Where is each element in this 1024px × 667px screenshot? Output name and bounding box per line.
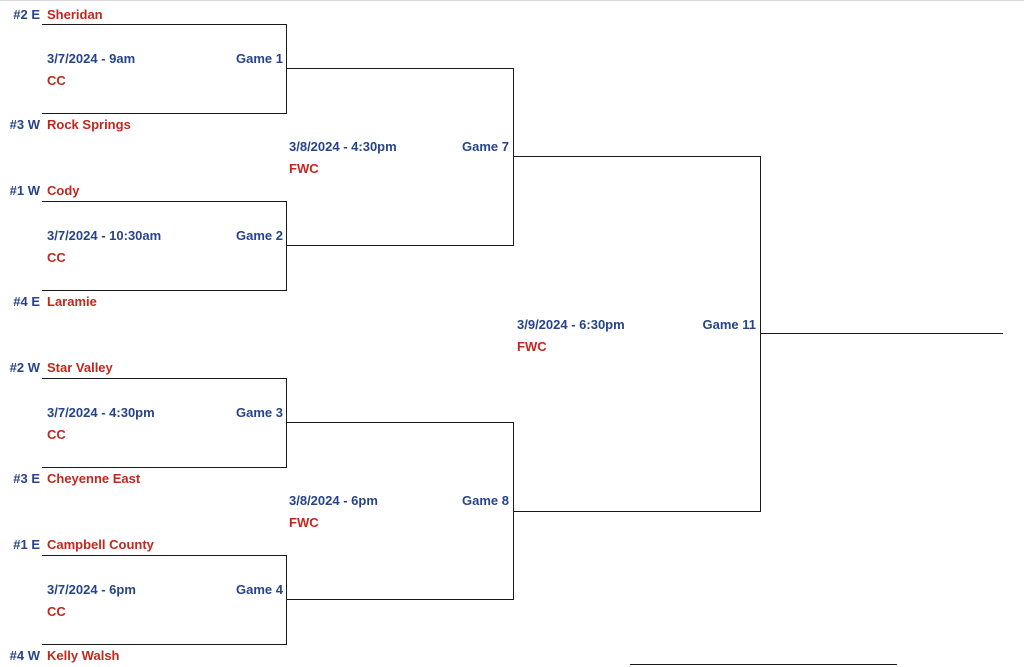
team-name: Sheridan <box>47 7 103 22</box>
team-line-campbell-county <box>42 555 286 556</box>
team-name: Campbell County <box>47 537 154 552</box>
game-datetime: 3/7/2024 - 6pm <box>47 582 136 597</box>
winner-line-game-1 <box>286 68 513 69</box>
game-venue: CC <box>47 427 66 442</box>
footer-line <box>630 664 897 665</box>
team-line-cody <box>42 201 286 202</box>
team-seed: #3 E <box>13 471 40 486</box>
champion-line <box>760 333 1003 334</box>
game-venue: FWC <box>289 515 319 530</box>
team-name: Star Valley <box>47 360 113 375</box>
game-datetime: 3/9/2024 - 6:30pm <box>517 317 625 332</box>
team-line-cheyenne-east <box>42 467 286 468</box>
team-line-laramie <box>42 290 286 291</box>
game-venue: FWC <box>517 339 547 354</box>
game-venue: CC <box>47 250 66 265</box>
team-seed: #1 E <box>13 537 40 552</box>
bracket-connector-game-11 <box>760 156 761 512</box>
team-seed: #2 W <box>9 360 40 375</box>
page-top-border <box>0 0 1024 1</box>
bracket-connector-game-3 <box>286 378 287 468</box>
game-venue: CC <box>47 73 66 88</box>
game-label: Game 11 <box>702 317 757 332</box>
team-line-star-valley <box>42 378 286 379</box>
game-venue: FWC <box>289 161 319 176</box>
team-name: Cheyenne East <box>47 471 141 486</box>
bracket-connector-game-2 <box>286 201 287 291</box>
game-label: Game 3 <box>236 405 283 420</box>
bracket-connector-game-1 <box>286 24 287 114</box>
game-label: Game 7 <box>462 139 509 154</box>
team-line-rock-springs <box>42 113 286 114</box>
team-name: Cody <box>47 183 80 198</box>
winner-line-game-7 <box>513 156 760 157</box>
winner-line-game-4 <box>286 599 513 600</box>
game-venue: CC <box>47 604 66 619</box>
team-name: Rock Springs <box>47 117 131 132</box>
team-line-kelly-walsh <box>42 644 286 645</box>
winner-line-game-2 <box>286 245 513 246</box>
team-name: Kelly Walsh <box>47 648 120 663</box>
game-datetime: 3/7/2024 - 9am <box>47 51 136 66</box>
bracket-connector-game-7 <box>513 68 514 246</box>
team-name: Laramie <box>47 294 97 309</box>
game-label: Game 8 <box>462 493 509 508</box>
game-datetime: 3/7/2024 - 4:30pm <box>47 405 155 420</box>
winner-line-game-8 <box>513 511 760 512</box>
team-seed: #4 W <box>9 648 40 663</box>
team-seed: #3 W <box>9 117 40 132</box>
bracket-connector-game-4 <box>286 555 287 645</box>
game-datetime: 3/8/2024 - 4:30pm <box>289 139 397 154</box>
team-seed: #4 E <box>13 294 40 309</box>
game-label: Game 2 <box>236 228 283 243</box>
winner-line-game-3 <box>286 422 513 423</box>
game-label: Game 1 <box>236 51 283 66</box>
team-seed: #1 W <box>9 183 40 198</box>
team-seed: #2 E <box>13 7 40 22</box>
game-datetime: 3/8/2024 - 6pm <box>289 493 378 508</box>
game-label: Game 4 <box>236 582 283 597</box>
game-datetime: 3/7/2024 - 10:30am <box>47 228 162 243</box>
team-line-sheridan <box>42 24 286 25</box>
